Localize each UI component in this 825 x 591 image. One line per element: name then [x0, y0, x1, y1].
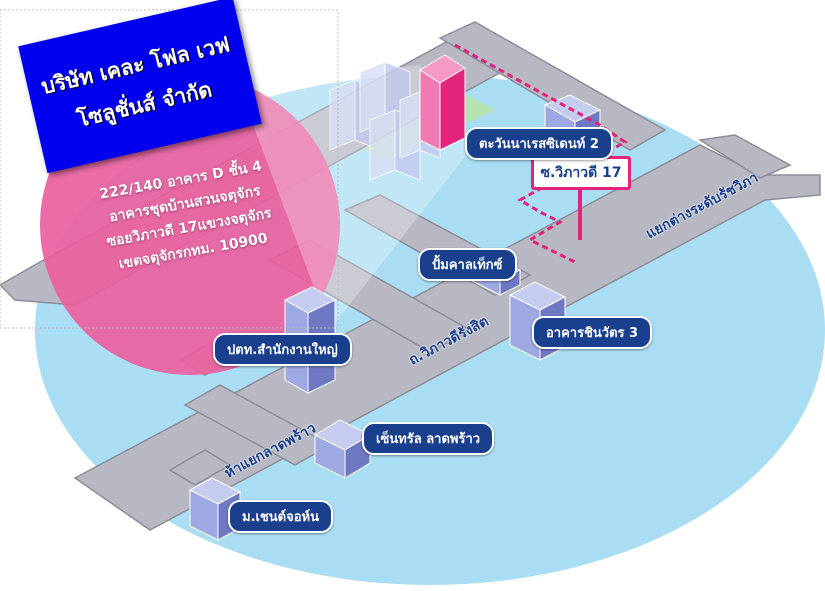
road-branch-right [697, 134, 792, 179]
label-shinawatra-3: อาคารชินวัตร 3 [532, 316, 653, 349]
label-tawanna-residence: ตะวันนาเรสซิเดนท์ 2 [465, 127, 613, 160]
label-ptt-hq: ปตท.สำนักงานใหญ่ [213, 333, 352, 366]
label-central-ladprao: เซ็นทรัล ลาดพร้าว [362, 422, 495, 455]
road-lower-left-arm [168, 449, 232, 486]
label-st-john: ม.เชนต์จอห์น [228, 500, 333, 533]
frame-outline [0, 9, 339, 329]
label-caltex-pump: ปั้มคาลเท็กซ์ [418, 248, 517, 281]
soi-vibhavadi-17-sign: ซ.วิภาวดี 17 [531, 156, 631, 190]
building-cluster [329, 61, 441, 181]
target-building [419, 54, 466, 151]
